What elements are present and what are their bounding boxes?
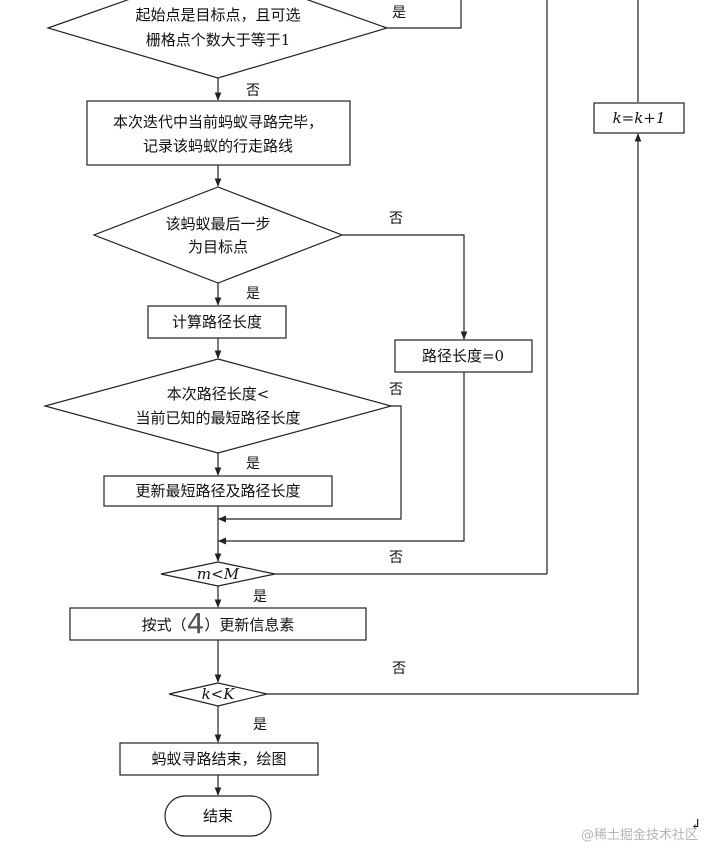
- box-update-pheromone-text: 按式（4）更新信息素: [142, 607, 295, 640]
- decision-start-is-target-line1: 起始点是目标点，且可选: [135, 6, 300, 24]
- box-finish-plot: [119, 742, 319, 776]
- decision-last-step-line1: 该蚂蚁最后一步: [165, 215, 270, 233]
- label-no-last-step: 否: [389, 211, 403, 227]
- box-k-increment-text: k=k+1: [613, 109, 666, 127]
- box-update-pheromone: [69, 607, 367, 641]
- box-length-zero-text: 路径长度=0: [422, 347, 504, 365]
- return-glyph: ↲: [690, 817, 702, 833]
- terminal-end-text: 结束: [203, 807, 233, 825]
- edge-no-shorter: [218, 405, 402, 520]
- edge-yes-top: [387, 0, 462, 29]
- label-yes-shorter: 是: [246, 456, 260, 472]
- pheromone-text-pre: 按式（: [142, 616, 187, 634]
- box-iteration-done-line2: 记录该蚂蚁的行走路线: [143, 137, 293, 155]
- decision-shorter-line1: 本次路径长度<: [167, 385, 270, 403]
- label-no-top: 否: [246, 83, 260, 99]
- pheromone-equation-number: 4: [187, 607, 205, 640]
- box-compute-length: [147, 305, 287, 339]
- decision-k-lt-K-text: k<K: [202, 685, 236, 703]
- arrowhead-length-zero-merge: [218, 537, 226, 545]
- label-yes-m: 是: [253, 589, 267, 605]
- box-update-shortest-text: 更新最短路径及路径长度: [135, 482, 300, 500]
- label-no-k: 否: [392, 661, 406, 677]
- label-no-m: 否: [389, 550, 403, 566]
- box-iteration-done-line1: 本次迭代中当前蚂蚁寻路完毕，: [113, 113, 323, 131]
- decision-last-step-target: [92, 186, 344, 284]
- label-yes-top: 是: [392, 5, 406, 21]
- box-iteration-done: [86, 100, 351, 166]
- label-yes-k: 是: [253, 717, 267, 733]
- decision-start-is-target-line2: 栅格点个数大于等于1: [146, 31, 291, 49]
- box-finish-plot-text: 蚂蚁寻路结束，绘图: [151, 750, 286, 768]
- decision-last-step-line2: 为目标点: [188, 238, 248, 256]
- arrowhead-no-shorter: [218, 515, 226, 523]
- decision-shorter-line2: 当前已知的最短路径长度: [135, 409, 300, 427]
- box-k-increment: [593, 102, 685, 134]
- watermark-text: @稀土掘金技术社区: [581, 827, 698, 843]
- label-yes-last-step: 是: [246, 286, 260, 302]
- edge-no-k: [267, 133, 642, 695]
- decision-shorter-path: [42, 358, 394, 454]
- edge-length-zero-merge: [218, 372, 465, 542]
- box-compute-length-text: 计算路径长度: [172, 313, 262, 331]
- terminal-end: [164, 795, 272, 837]
- label-no-shorter: 否: [389, 382, 403, 398]
- pheromone-text-post: ）更新信息素: [204, 616, 294, 634]
- edge-no-last-step: [342, 234, 468, 340]
- decision-m-lt-M-text: m<M: [197, 565, 240, 583]
